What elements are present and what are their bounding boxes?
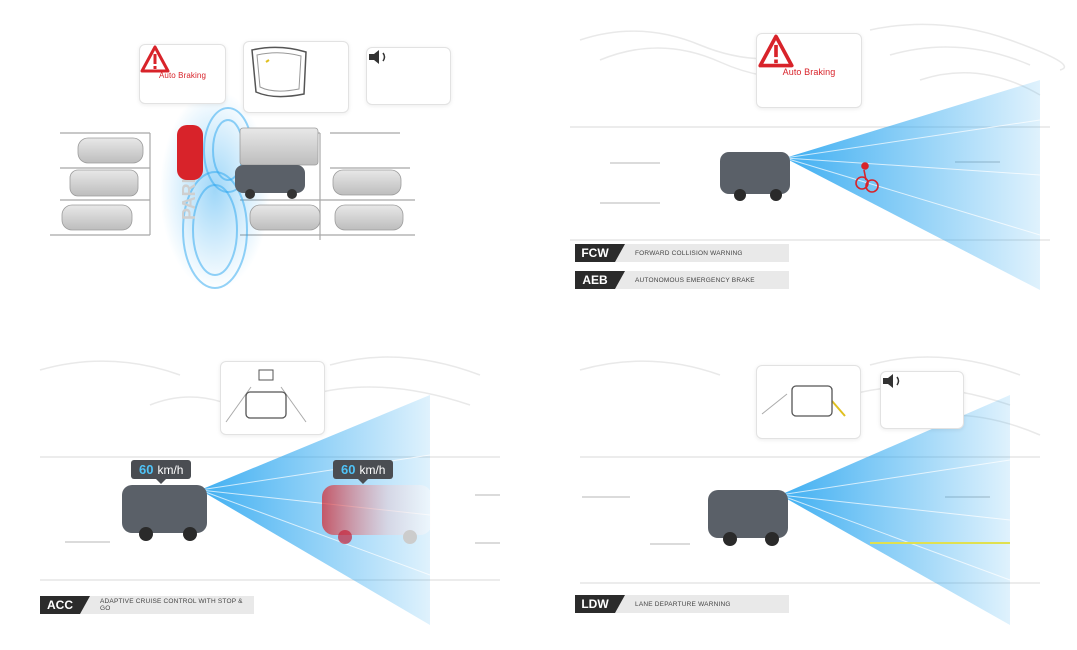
lead-vehicle [322,485,432,535]
feature-tag-ldw: LDW LANE DEPARTURE WARNING [575,595,789,613]
lane-camera-view-box [756,365,861,439]
parking-assist-panel: PARK Auto Braking [0,0,540,320]
parked-cars [61,127,404,231]
feature-code: LDW [575,595,625,613]
auto-braking-label: Auto Braking [782,66,836,77]
own-speed-badge: 60 km/h [131,460,192,484]
lane-camera-view-icon [761,385,846,417]
feature-tag-acc: ACC ADAPTIVE CRUISE CONTROL WITH STOP & … [40,596,254,614]
speaker-box [366,47,451,105]
own-suv [122,485,207,533]
feature-code: ACC [40,596,90,614]
feature-name: FORWARD COLLISION WARNING [635,249,743,257]
radar-beam [785,80,1040,290]
fcw-panel: Auto Braking FCW FORWARD COLLISION WARNI… [540,0,1077,325]
feature-name: ADAPTIVE CRUISE CONTROL WITH STOP & GO [100,598,243,612]
cyclist [855,162,879,193]
grey-suv [708,490,788,538]
grey-suv [720,152,790,194]
speed-value: 60 [139,462,154,477]
radar-beam [200,395,430,625]
speed-unit: km/h [157,462,184,477]
feature-name: LANE DEPARTURE WARNING [635,600,731,608]
rear-camera-view-box [220,361,325,435]
side-mirror-icon [251,46,307,98]
grey-suv [235,165,305,193]
warning-triangle-icon [140,45,170,73]
speed-value: 60 [341,462,356,477]
auto-braking-label: Auto Braking [158,70,206,80]
park-ground-text: PARK [179,170,199,220]
feature-name: AUTONOMOUS EMERGENCY BRAKE [635,276,755,284]
feature-code: AEB [575,271,625,289]
speaker-box [880,371,964,429]
red-parking-car [177,125,203,180]
speaker-icon [369,50,386,64]
feature-tag-fcw: FCW FORWARD COLLISION WARNING [575,244,789,262]
lead-speed-badge: 60 km/h [333,460,394,484]
auto-braking-box: Auto Braking [756,33,862,108]
feature-tag-aeb: AEB AUTONOMOUS EMERGENCY BRAKE [575,271,789,289]
feature-code: FCW [575,244,625,262]
ldw-panel: LDW LANE DEPARTURE WARNING [540,325,1077,650]
warning-triangle-icon [758,34,794,68]
auto-braking-box: Auto Braking [139,44,226,104]
parking-scene: PARK [50,90,415,290]
acc-panel: 60 km/h 60 km/h ACC ADAPTIVE CRUISE CONT… [0,325,540,650]
acc-scene [39,356,500,625]
rear-camera-view-icon [225,369,307,423]
speed-unit: km/h [359,462,386,477]
ldw-scene [579,356,1041,625]
camera-beam [780,395,1010,625]
side-mirror-box [243,41,349,113]
speaker-icon [883,374,900,388]
